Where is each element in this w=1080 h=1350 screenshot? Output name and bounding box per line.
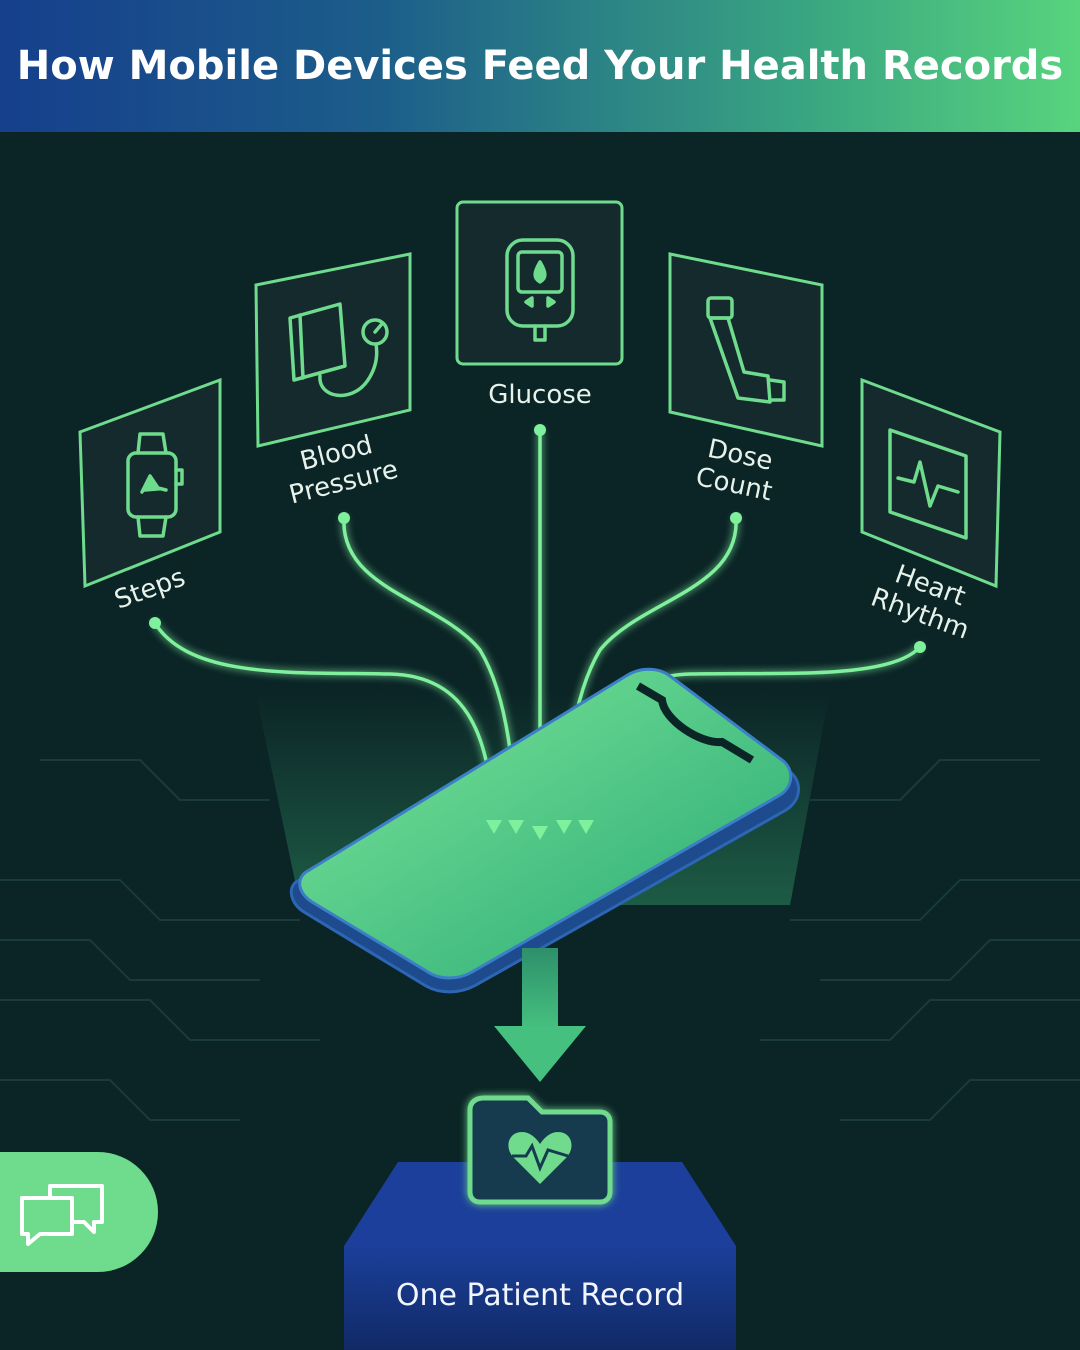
smartwatch-icon [126,432,184,538]
inhaler-icon [706,296,786,404]
device-label-glucose: Glucose [488,380,592,410]
flow-arrowheads [486,820,594,840]
heart-folder-icon [467,1095,613,1205]
chat-badge[interactable] [0,1152,158,1272]
device-card-blood-pressure [254,252,412,448]
glucose-meter-icon [505,238,575,342]
circuit-traces [0,759,1080,1121]
chat-bubbles-icon [20,1184,104,1246]
header-banner: How Mobile Devices Feed Your Health Reco… [0,0,1080,132]
flow-line-steps [153,621,496,828]
record-label: One Patient Record [395,1278,685,1313]
ecg-monitor-icon [888,428,968,540]
smartphone-icon [289,667,800,994]
blood-pressure-cuff-icon [288,302,389,398]
flow-endpoints [149,424,926,653]
page-title: How Mobile Devices Feed Your Health Reco… [16,43,1064,89]
device-card-dose-count [668,252,824,448]
down-arrow [494,948,586,1082]
